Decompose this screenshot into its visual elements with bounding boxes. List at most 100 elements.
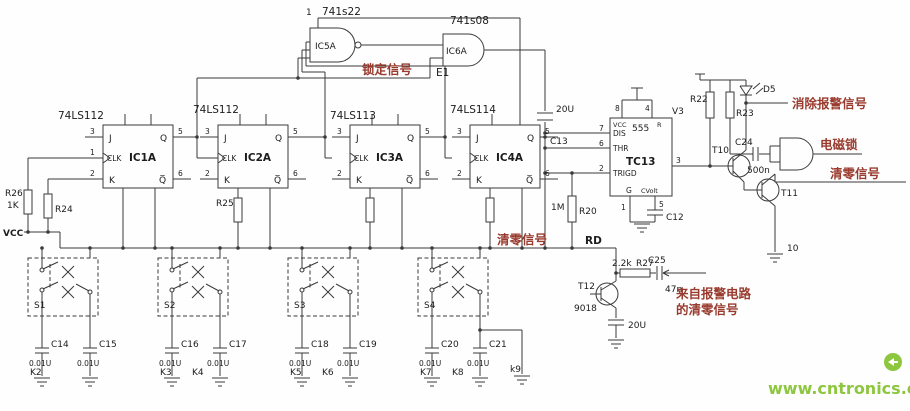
key-label: K8 — [452, 368, 464, 378]
transistor-part: 9018 — [574, 304, 597, 314]
pin-number: 3 — [337, 127, 342, 136]
pin-label-vcc: VCC — [613, 121, 627, 129]
key-label: k9 — [510, 365, 521, 375]
part-label: 74LS114 — [450, 104, 496, 116]
pin1-label: 1 — [306, 8, 312, 18]
clear-alarm-signal-label: 消除报警信号 — [792, 96, 867, 111]
from-alarm-line1-label: 来自报警电路 — [675, 286, 752, 301]
pin-label-k: K — [109, 176, 116, 186]
resistor-body — [619, 268, 651, 278]
gate-ic5a: 1 741s22 IC5A — [306, 6, 362, 63]
pin-number: 2 — [90, 169, 95, 178]
pin-label-r: R — [657, 121, 662, 129]
pin-label-k: K — [356, 176, 363, 186]
flipflop-ic2a: 74LS112 J CLK K Q Q̅ 3 2 5 6 IC2A — [193, 104, 306, 189]
ground-symbols — [34, 223, 783, 387]
watermark-text: www.cntronics.com — [768, 379, 910, 398]
pin-number: 5 — [178, 127, 183, 136]
capacitor-name: C15 — [99, 340, 117, 350]
pin-number: 8 — [615, 104, 620, 113]
gate-ic6a: 741s08 IC6A E1 — [436, 15, 489, 79]
key-label: K2 — [30, 368, 42, 378]
transistor-t12: T12 9018 — [574, 282, 619, 314]
net-label-v3: V3 — [672, 107, 684, 117]
rd-label: RD — [585, 235, 602, 247]
resistor-body — [23, 189, 33, 215]
pin-number: 2 — [457, 169, 462, 178]
part-label: 555 — [632, 124, 649, 134]
part-label: 74LS112 — [193, 104, 239, 116]
net-label-10: 10 — [787, 244, 799, 254]
pin-label-q: Q — [160, 134, 167, 144]
pin-label-clk: CLK — [474, 154, 489, 163]
pin-label-qbar: Q̅ — [406, 174, 413, 186]
pin-label-thr: THR — [612, 144, 628, 153]
pin-number: 1 — [90, 148, 95, 157]
pin-label-qbar: Q̅ — [274, 174, 281, 186]
key-group-s4: S4 — [417, 257, 489, 317]
resistor-value: 2.2k — [612, 259, 632, 269]
resistor-body — [365, 197, 375, 223]
capacitor-value: 0.01U — [159, 359, 181, 368]
pin-label-clk: CLK — [354, 154, 369, 163]
ic-body — [217, 124, 289, 189]
pin-number: 5 — [425, 127, 430, 136]
ic-body — [349, 124, 421, 189]
key-label: K6 — [322, 368, 334, 378]
resistor-body — [43, 193, 53, 219]
switch-name: S4 — [424, 301, 436, 311]
em-lock-label: 电磁锁 — [820, 137, 858, 152]
ic6a-name-label: IC6A — [446, 47, 468, 57]
ic6a-designator-label: E1 — [436, 67, 449, 79]
ic-body — [609, 117, 673, 197]
resistor-name: R26 — [5, 189, 23, 199]
pin-label-qbar: Q̅ — [159, 174, 166, 186]
capacitor-name: C25 — [648, 256, 666, 266]
capacitor-value: 0.01U — [419, 359, 441, 368]
pin-number: 6 — [545, 169, 550, 178]
pin-number: 3 — [676, 156, 681, 165]
pin-label-j: J — [108, 134, 112, 144]
ic-name-label: IC2A — [244, 152, 272, 164]
capacitor-value: 47n — [665, 285, 682, 295]
junction-dots — [26, 76, 748, 332]
transistor-name: T11 — [780, 189, 798, 199]
capacitor-name: C18 — [311, 340, 329, 350]
capacitor-value: 0.01U — [289, 359, 311, 368]
and-gate-body — [442, 33, 485, 67]
pin-number: 3 — [457, 127, 462, 136]
wires — [24, 17, 906, 376]
pullup-resistors — [365, 197, 495, 223]
from-alarm-line2-label: 的清零信号 — [676, 302, 739, 317]
nand-gate-body — [309, 27, 356, 63]
transistor-body — [595, 282, 619, 306]
resistor-name: R23 — [736, 109, 754, 119]
key-group-s2: S2 — [157, 257, 229, 317]
resistor-r25: R25 — [216, 197, 243, 223]
resistor-r23: R23 — [725, 91, 754, 119]
flipflop-ic4a: 74LS114 J CLK K Q Q̅ 3 2 5 6 IC4A — [450, 104, 558, 189]
pin-number: 2 — [599, 164, 604, 173]
resistor-value: 1K — [7, 201, 20, 211]
pin-number: 5 — [293, 127, 298, 136]
clk-triangle — [349, 152, 358, 164]
transistor-t11: T11 — [756, 178, 798, 202]
capacitor-value: 20U — [556, 105, 574, 115]
switch-name: S3 — [294, 301, 305, 311]
pin-number: 3 — [205, 127, 210, 136]
cntronics-watermark: www.cntronics.com — [768, 353, 910, 398]
resistor-value: 1M — [551, 203, 565, 213]
transistor-name: T12 — [577, 282, 595, 292]
capacitor-value: 0.01U — [467, 359, 489, 368]
capacitor-name: C19 — [359, 340, 377, 350]
pin-number: 6 — [178, 169, 183, 178]
clear-signal-label: 清零信号 — [497, 232, 547, 247]
ic-name-label: IC1A — [129, 152, 157, 164]
key-label: K7 — [420, 368, 432, 378]
diode-triangle — [739, 85, 753, 96]
part-label: 74LS112 — [58, 110, 104, 122]
flipflop-ic3a: 74LS113 J CLK K Q Q̅ 3 2 5 6 IC3A — [330, 110, 438, 189]
capacitor-name: C12 — [666, 213, 684, 223]
pin-label-q: Q — [407, 134, 414, 144]
